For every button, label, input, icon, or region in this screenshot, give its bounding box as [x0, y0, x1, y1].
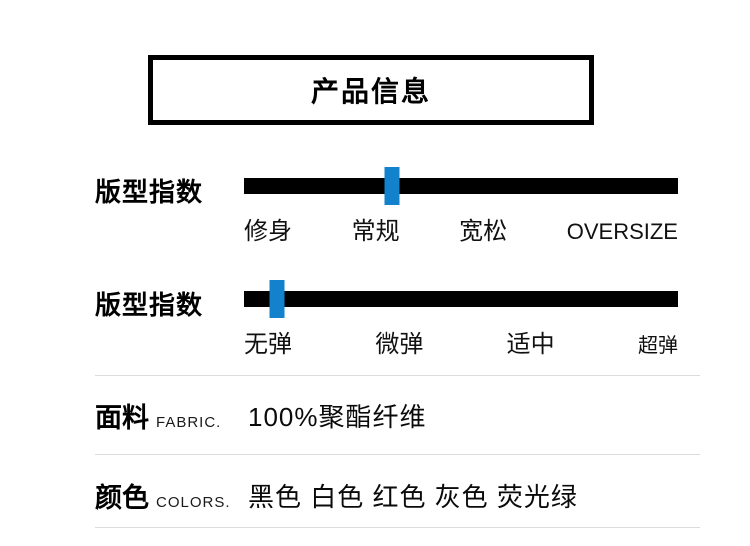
colors-label-zh: 颜色 — [95, 483, 149, 513]
product-info-title-box: 产品信息 — [148, 55, 594, 125]
colors-label: 颜色 COLORS. — [95, 476, 231, 515]
fit-index-options: 修身 常规 宽松 OVERSIZE — [244, 211, 678, 246]
fabric-label-en: FABRIC. — [156, 414, 222, 431]
fabric-label-zh: 面料 — [95, 403, 149, 433]
divider — [95, 527, 700, 528]
colors-label-en: COLORS. — [156, 494, 231, 511]
stretch-option-slight: 微弹 — [375, 331, 424, 358]
divider — [95, 454, 700, 455]
stretch-index-marker — [269, 280, 285, 318]
fit-index-label: 版型指数 — [95, 177, 204, 207]
stretch-index-label: 版型指数 — [95, 290, 204, 320]
fit-index-bar — [244, 167, 678, 205]
fit-option-slim: 修身 — [244, 218, 292, 245]
divider — [95, 375, 700, 376]
fit-option-oversize: OVERSIZE — [566, 219, 678, 244]
stretch-index-bar — [244, 280, 678, 318]
page-title: 产品信息 — [310, 76, 431, 107]
fit-index-marker — [384, 167, 400, 205]
fit-option-regular: 常规 — [351, 218, 400, 245]
stretch-index-options: 无弹 微弹 适中 超弹 — [244, 324, 678, 359]
colors-value: 黑色 白色 红色 灰色 荧光绿 — [248, 482, 578, 512]
stretch-option-none: 无弹 — [244, 331, 292, 358]
stretch-option-super: 超弹 — [637, 335, 678, 357]
fabric-label: 面料 FABRIC. — [95, 396, 221, 435]
stretch-index-track — [244, 291, 678, 307]
fit-index-track — [244, 178, 678, 194]
fabric-value: 100%聚酯纤维 — [248, 402, 427, 432]
fit-option-loose: 宽松 — [459, 218, 508, 245]
stretch-option-moderate: 适中 — [506, 331, 555, 358]
